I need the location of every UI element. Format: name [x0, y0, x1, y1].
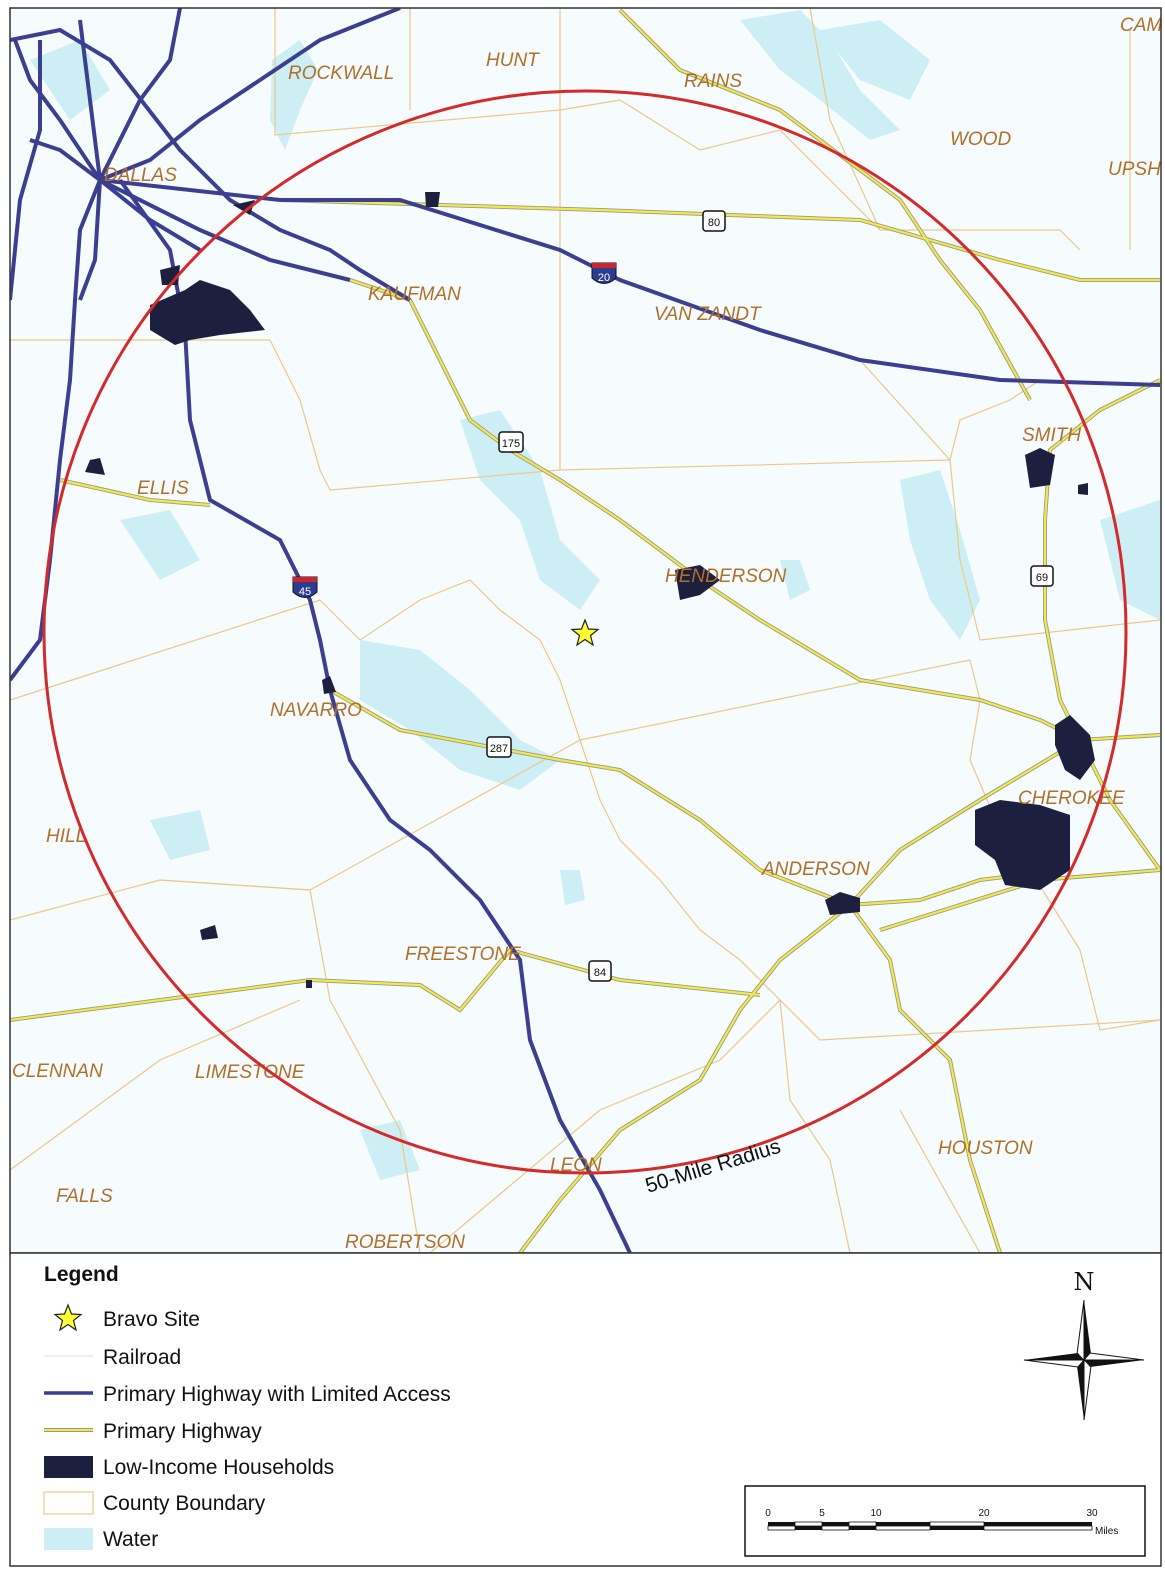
county-label-houston: HOUSTON — [938, 1138, 1033, 1159]
county-label-smith: SMITH — [1022, 425, 1081, 446]
county-label-limestone: LIMESTONE — [195, 1062, 305, 1083]
star-icon — [53, 1303, 83, 1332]
svg-text:175: 175 — [502, 438, 520, 450]
scale-bar-segments — [767, 1521, 1093, 1531]
svg-text:N: N — [1074, 1268, 1095, 1296]
bardwell-lake — [120, 510, 200, 580]
county-label-upshur: UPSH — [1108, 159, 1161, 180]
legend-panel: Legend Bravo Site Railroad Primary Highw… — [9, 1252, 1162, 1567]
svg-text:Railroad: Railroad — [103, 1346, 181, 1369]
svg-text:20: 20 — [978, 1508, 990, 1519]
legend-title: Legend — [44, 1263, 119, 1286]
svg-text:287: 287 — [490, 743, 508, 755]
north-arrow: N — [1023, 1268, 1145, 1421]
svg-text:45: 45 — [299, 586, 311, 598]
county-label-van-zandt: VAN ZANDT — [654, 304, 762, 325]
low-income-swatch-icon — [44, 1456, 93, 1478]
lake-palestine — [900, 470, 980, 640]
lake-tawakoni — [740, 10, 900, 140]
radius-circle — [42, 89, 1128, 1175]
legend-item-water: Water — [44, 1528, 158, 1551]
county-label-rains: RAINS — [684, 71, 742, 92]
county-label-camp: CAM — [1120, 15, 1162, 36]
water-swatch-icon — [44, 1528, 93, 1550]
svg-text:20: 20 — [598, 272, 610, 284]
route-shield-us287: 287 — [486, 736, 512, 758]
county-boundary-swatch-icon — [43, 1491, 94, 1515]
legend-item-railroad: Railroad — [44, 1346, 181, 1369]
legend-item-primary: Primary Highway — [44, 1420, 262, 1443]
county-label-anderson: ANDERSON — [761, 859, 870, 880]
county-label-henderson: HENDERSON — [665, 566, 787, 587]
county-label-kaufman: KAUFMAN — [368, 284, 461, 305]
cedar-creek-reservoir — [460, 410, 600, 610]
county-label-hunt: HUNT — [486, 50, 540, 71]
route-shield-i45: 45 — [292, 576, 318, 598]
navarro-mills-lake — [150, 810, 210, 860]
svg-text:Miles: Miles — [1095, 1526, 1118, 1537]
fairfield-lake — [560, 870, 585, 905]
limestone-lake — [360, 1120, 420, 1180]
svg-text:Bravo Site: Bravo Site — [103, 1308, 200, 1331]
county-label-falls: FALLS — [56, 1186, 113, 1207]
svg-text:5: 5 — [819, 1508, 825, 1519]
scale-bar: 0 5 10 20 30 Miles — [744, 1485, 1146, 1557]
svg-text:Low-Income Households: Low-Income Households — [103, 1456, 334, 1479]
route-shield-i20: 20 — [591, 262, 617, 284]
limited-access-highways — [10, 8, 1161, 1253]
svg-text:69: 69 — [1036, 572, 1048, 584]
svg-text:30: 30 — [1086, 1508, 1098, 1519]
county-labels: ROCKWALL HUNT RAINS WOOD UPSH CAM DALLAS… — [12, 15, 1162, 1253]
svg-text:Water: Water — [103, 1528, 158, 1551]
county-label-mclennan: CLENNAN — [12, 1061, 103, 1082]
svg-text:80: 80 — [708, 217, 720, 229]
svg-text:County Boundary: County Boundary — [103, 1492, 266, 1515]
county-boundaries — [10, 8, 1161, 1253]
county-label-robertson: ROBERTSON — [345, 1232, 465, 1253]
legend-item-lowincome: Low-Income Households — [44, 1456, 334, 1479]
county-label-cherokee: CHEROKEE — [1018, 788, 1125, 809]
route-shield-us69: 69 — [1030, 565, 1054, 587]
svg-text:84: 84 — [594, 967, 606, 979]
svg-text:Primary Highway: Primary Highway — [103, 1420, 262, 1443]
svg-text:10: 10 — [870, 1508, 882, 1519]
legend-item-limited: Primary Highway with Limited Access — [44, 1383, 451, 1406]
route-shield-us84: 84 — [588, 960, 612, 982]
lake-fork — [820, 20, 930, 100]
county-label-dallas: DALLAS — [104, 165, 177, 186]
legend-item-site: Bravo Site — [53, 1303, 200, 1332]
county-label-navarro: NAVARRO — [270, 700, 362, 721]
county-label-rockwall: ROCKWALL — [288, 63, 394, 84]
map-area[interactable]: 80 20 175 69 45 287 84 ROC — [10, 8, 1162, 1253]
lake-athens — [780, 560, 810, 600]
route-shield-us80: 80 — [702, 210, 726, 232]
county-label-ellis: ELLIS — [137, 478, 189, 499]
county-label-wood: WOOD — [950, 129, 1011, 150]
svg-text:Primary Highway with Limited A: Primary Highway with Limited Access — [103, 1383, 451, 1406]
legend-item-county: County Boundary — [43, 1491, 266, 1515]
bravo-site-star-icon[interactable] — [570, 618, 600, 647]
svg-text:0: 0 — [765, 1508, 771, 1519]
low-income-areas — [85, 192, 1095, 988]
county-label-freestone: FREESTONE — [405, 944, 521, 965]
county-label-leon: LEON — [550, 1155, 602, 1176]
county-label-hill: HILL — [46, 826, 86, 847]
compass-rose-icon — [1023, 1299, 1145, 1421]
route-shield-us175: 175 — [498, 431, 524, 453]
